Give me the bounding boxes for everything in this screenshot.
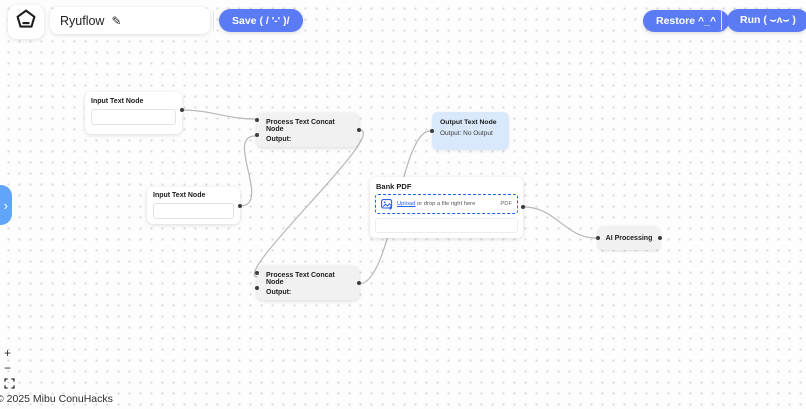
output-handle[interactable] (357, 128, 361, 132)
divider (721, 11, 722, 30)
node-title: AI Processing (605, 234, 653, 242)
bank-pdf-node[interactable]: Bank PDF Upload or drop a file right her… (370, 177, 525, 238)
save-button[interactable]: Save ( / '-' )/ (219, 9, 303, 32)
output-handle[interactable] (521, 205, 525, 209)
process-text-concat-node-2[interactable]: Process Text Concat Node Output: (255, 266, 361, 300)
home-pentagon-icon (14, 8, 38, 36)
edge-bankpdf-ai (523, 206, 597, 239)
input-handle-1[interactable] (255, 271, 259, 275)
text-input-field[interactable] (153, 203, 234, 219)
zoom-in-button[interactable]: + (4, 346, 19, 360)
fit-view-button[interactable] (4, 376, 19, 390)
input-handle-2[interactable] (255, 133, 259, 137)
node-title: Input Text Node (153, 192, 206, 199)
copyright-text: © 2025 Mibu ConuHacks (0, 393, 113, 405)
upload-hint-rest: or drop a file right here (417, 201, 476, 207)
output-label: Output: (266, 289, 292, 296)
divider (213, 11, 214, 30)
app-logo[interactable] (8, 5, 44, 39)
node-title: Process Text Concat Node (266, 272, 335, 286)
edge-input1-process1 (181, 109, 256, 120)
input-text-node-2[interactable]: Input Text Node (147, 187, 242, 224)
output-handle[interactable] (357, 281, 361, 285)
bank-pdf-empty-field (375, 218, 518, 233)
text-input-field[interactable] (91, 109, 176, 125)
edge-process1-process2 (254, 129, 364, 278)
fit-view-icon (4, 377, 19, 389)
run-button[interactable]: Run ( ⌣ʌ⌣ ) (727, 9, 806, 32)
file-type-label: PDF (500, 201, 512, 207)
edit-title-pencil-icon[interactable]: ✎ (111, 13, 122, 28)
flow-title-card: Ryuflow ✎ (50, 7, 210, 34)
chevron-right-icon: › (3, 197, 8, 213)
output-handle[interactable] (180, 108, 184, 112)
sidebar-expand-toggle[interactable]: › (0, 185, 12, 225)
edge-input2-process1 (239, 135, 256, 207)
node-title: Output Text Node (440, 119, 497, 126)
output-label: Output: (266, 136, 292, 143)
upload-hint-text: Upload or drop a file right here (397, 201, 475, 207)
node-title: Process Text Concat Node (266, 119, 335, 133)
ai-processing-node[interactable]: AI Processing (596, 226, 662, 250)
restore-button[interactable]: Restore ^_^ (643, 10, 730, 32)
zoom-out-button[interactable]: − (4, 361, 19, 375)
input-handle-2[interactable] (255, 286, 259, 290)
canvas-controls: + − (4, 346, 19, 390)
node-title: Input Text Node (91, 98, 144, 105)
input-handle[interactable] (430, 129, 434, 133)
input-handle-1[interactable] (255, 118, 259, 122)
output-status-text: Output: No Output (440, 130, 493, 137)
upload-image-icon (381, 198, 393, 210)
input-text-node-1[interactable]: Input Text Node (85, 92, 184, 134)
node-title: Bank PDF (376, 182, 412, 191)
upload-link[interactable]: Upload (397, 201, 416, 207)
file-upload-dropzone[interactable]: Upload or drop a file right here PDF (375, 194, 518, 214)
input-handle[interactable] (596, 236, 600, 240)
output-handle[interactable] (238, 204, 242, 208)
process-text-concat-node-1[interactable]: Process Text Concat Node Output: (255, 113, 361, 147)
output-text-node[interactable]: Output Text Node Output: No Output (430, 112, 509, 150)
output-handle[interactable] (658, 236, 662, 240)
flow-title: Ryuflow (60, 13, 105, 28)
